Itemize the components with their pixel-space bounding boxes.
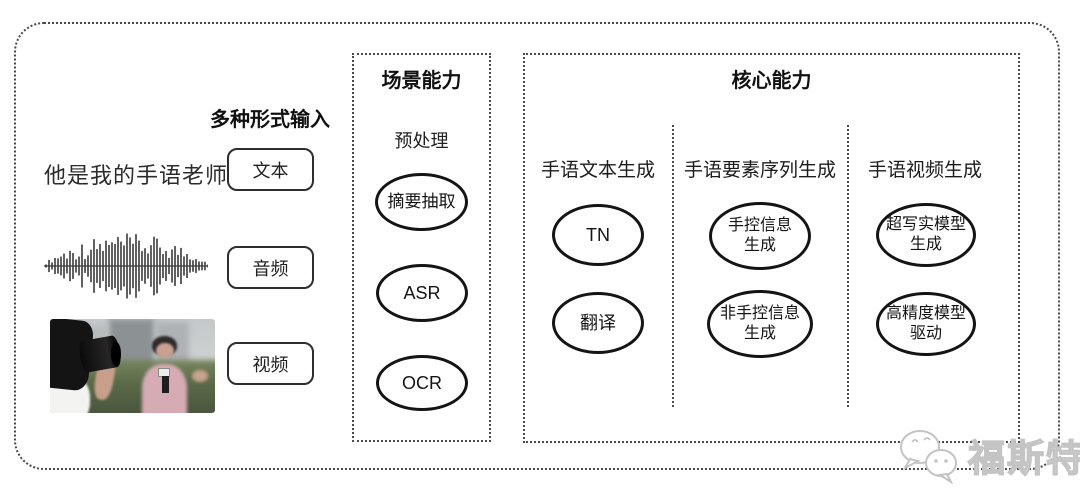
- input-type-label: 文本: [252, 160, 289, 181]
- input-type-audio-box: 音频: [227, 246, 314, 289]
- node-manual-info-generation: 手控信息 生成: [709, 202, 811, 270]
- column-divider: [672, 125, 674, 407]
- photo-reporter-face: [155, 342, 174, 359]
- core-capability-title: 核心能力: [731, 70, 812, 92]
- wechat-chat-bubbles-icon: [900, 430, 957, 484]
- preprocess-label: 预处理: [394, 131, 449, 151]
- news-interview-photo: [50, 319, 215, 413]
- node-asr: ASR: [376, 264, 468, 322]
- scene-capability-title: 场景能力: [381, 70, 462, 92]
- photo-reporter-hand: [191, 369, 209, 382]
- node-non-manual-info-generation: 非手控信息 生成: [707, 290, 813, 358]
- watermark: 福斯特: [896, 426, 1080, 484]
- node-ocr: OCR: [376, 355, 468, 411]
- node-translation: 翻译: [552, 292, 644, 354]
- input-type-label: 音频: [252, 258, 289, 279]
- photo-microphone: [162, 376, 169, 394]
- node-label: 手控信息: [727, 217, 792, 234]
- input-type-text-box: 文本: [227, 148, 314, 191]
- node-label: OCR: [402, 372, 442, 393]
- node-label: 驱动: [909, 325, 942, 342]
- photo-camera-lens-ring: [111, 341, 121, 366]
- node-label: 高精度模型: [885, 305, 966, 322]
- column-header-sign-element-sequence-generation: 手语要素序列生成: [683, 160, 836, 181]
- core-capability-box: [523, 53, 1020, 443]
- node-label: 生成: [909, 236, 942, 253]
- input-type-video-box: 视频: [227, 342, 314, 385]
- column-header-sign-text-generation: 手语文本生成: [540, 160, 655, 181]
- input-type-label: 视频: [252, 354, 289, 375]
- node-label: 生成: [743, 325, 776, 342]
- node-label: 非手控信息: [719, 305, 800, 322]
- node-label: TN: [586, 224, 610, 245]
- node-label: 翻译: [580, 312, 616, 333]
- watermark-text: 福斯特: [967, 437, 1080, 479]
- node-label: ASR: [403, 282, 441, 303]
- audio-waveform-icon: [44, 233, 208, 299]
- node-tn: TN: [552, 204, 644, 266]
- input-section-label: 多种形式输入: [210, 109, 330, 131]
- node-high-precision-model-driving: 高精度模型 驱动: [876, 292, 976, 356]
- diagram-outer-border: [14, 22, 1060, 470]
- node-summary-extraction: 摘要抽取: [375, 173, 468, 231]
- node-label: 摘要抽取: [387, 192, 456, 212]
- column-header-sign-video-generation: 手语视频生成: [867, 160, 982, 181]
- node-label: 生成: [743, 237, 776, 254]
- column-divider: [847, 125, 849, 407]
- node-hyperrealistic-model-generation: 超写实模型 生成: [876, 203, 976, 267]
- node-label: 超写实模型: [885, 216, 966, 233]
- scene-capability-box: [352, 53, 491, 442]
- example-sentence-text: 他是我的手语老师: [44, 163, 229, 188]
